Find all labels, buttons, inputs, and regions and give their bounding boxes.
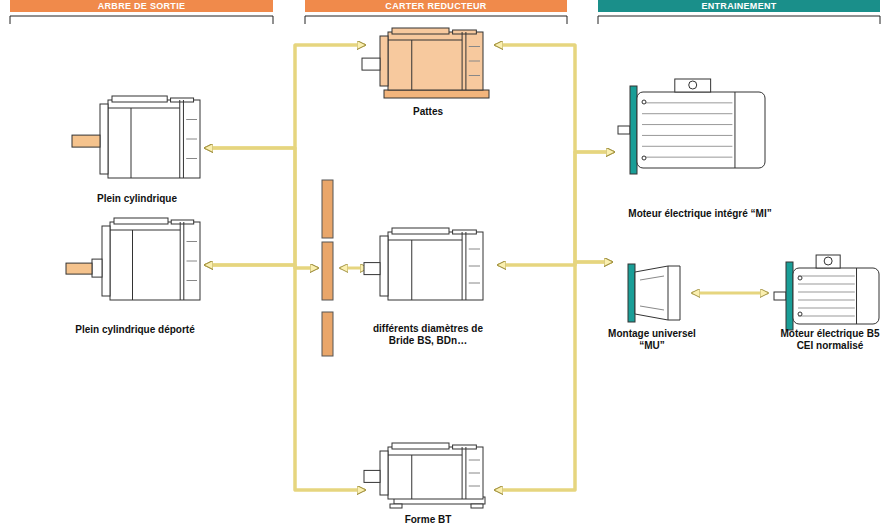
component-caption: Pattes bbox=[373, 106, 483, 118]
connector-arrow bbox=[495, 45, 614, 152]
motor-drawing bbox=[774, 255, 879, 330]
connector-arrow bbox=[495, 45, 612, 262]
connector-arrow bbox=[495, 152, 614, 490]
flanges bbox=[322, 180, 333, 356]
component-caption: Moteur électrique intégré “MI” bbox=[625, 208, 775, 220]
gearbox-drawing bbox=[66, 218, 200, 300]
connector-arrow bbox=[495, 262, 612, 490]
gearbox-drawing bbox=[362, 28, 489, 98]
section-header: ARBRE DE SORTIE bbox=[10, 0, 273, 12]
gearbox-drawing bbox=[364, 443, 485, 508]
part-drawings bbox=[66, 28, 879, 508]
section-header: ENTRAINEMENT bbox=[598, 0, 880, 12]
connector-arrow bbox=[498, 152, 614, 265]
connector-arrow bbox=[205, 148, 318, 268]
component-caption: Montage universel “MU” bbox=[597, 328, 707, 352]
motor-drawing bbox=[618, 79, 765, 174]
component-box: Forme BT bbox=[365, 440, 495, 526]
component-caption: Plein cylindrique déporté bbox=[65, 324, 205, 336]
connector-arrow bbox=[205, 148, 365, 490]
component-box: Plein cylindrique déporté bbox=[62, 208, 205, 336]
connector-arrow bbox=[205, 265, 365, 490]
component-caption: Plein cylindrique bbox=[77, 193, 197, 205]
component-box: Moteur électrique B5 CEI normalisé bbox=[768, 250, 880, 352]
connector-arrow bbox=[692, 292, 768, 295]
component-box: Pattes bbox=[365, 26, 495, 118]
adapter-drawing bbox=[628, 264, 680, 322]
connector-arrow bbox=[205, 45, 365, 265]
component-box: Montage universel “MU” bbox=[612, 254, 692, 352]
connector-arrow bbox=[205, 45, 365, 148]
header-text: ENTRAINEMENT bbox=[701, 1, 776, 11]
component-caption: Moteur électrique B5 CEI normalisé bbox=[780, 328, 880, 352]
component-box: différents diamètres de Bride BS, BDn… bbox=[318, 176, 498, 347]
header-text: CARTER REDUCTEUR bbox=[385, 1, 486, 11]
component-box: Plein cylindrique bbox=[70, 90, 205, 205]
component-box: Moteur électrique intégré “MI” bbox=[614, 74, 774, 220]
gearbox-drawing bbox=[72, 96, 200, 178]
section-header: CARTER REDUCTEUR bbox=[305, 0, 567, 12]
gearbox-drawing bbox=[364, 228, 483, 300]
component-caption: différents diamètres de Bride BS, BDn… bbox=[363, 323, 493, 347]
component-caption: Forme BT bbox=[378, 514, 478, 526]
header-text: ARBRE DE SORTIE bbox=[98, 1, 186, 11]
header-brackets bbox=[10, 16, 880, 24]
